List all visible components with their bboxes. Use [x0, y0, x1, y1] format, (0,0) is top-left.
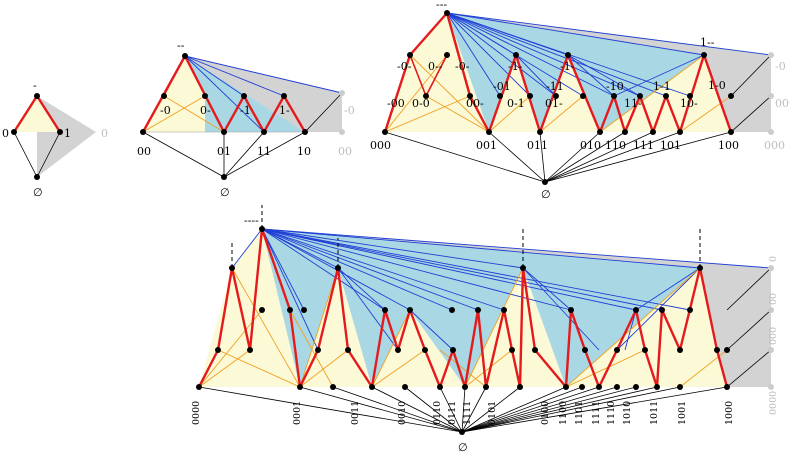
- leaf-label-16: 1000: [724, 401, 735, 425]
- leaf-label-3: 0010: [397, 401, 408, 425]
- faded-label-0: 0: [768, 256, 779, 262]
- label-mid-5: 01-: [545, 97, 563, 110]
- leaf-label-6: 1111: [462, 401, 473, 425]
- leaf-label-0: 0000: [191, 401, 202, 425]
- label-mid-0: -0: [160, 104, 171, 117]
- label-upper-0: -0-: [397, 60, 412, 73]
- label-upper-2: -0-: [455, 60, 470, 73]
- label-faded-mid: -0: [344, 104, 355, 117]
- label-empty: ∅: [541, 188, 551, 201]
- label-top: ---: [436, 0, 447, 11]
- gray-region: [447, 13, 771, 132]
- label-upper-3: -1-: [508, 60, 523, 73]
- label-mid-1: 0-: [200, 104, 211, 117]
- leaf-label-11: 1111: [591, 401, 602, 425]
- yellow-region: [143, 56, 205, 132]
- leaf-label-15: 1001: [677, 401, 688, 425]
- label-mid-7: -10: [606, 80, 624, 93]
- leaf-label-10: 1101: [574, 401, 585, 425]
- label-upper-5: 1-0: [708, 79, 726, 92]
- leaf-label-7: 0101: [487, 401, 498, 425]
- faded-label-3: 0000: [768, 391, 779, 415]
- label-top: -: [33, 79, 37, 92]
- label-mid-2: 00-: [466, 97, 484, 110]
- label-upper-4: -1-: [560, 60, 575, 73]
- label-leaf-00: 00: [137, 145, 151, 158]
- label-faded-leaf: 00: [338, 145, 352, 158]
- label-mid-0: -00: [387, 97, 405, 110]
- label-mid-1: 0-0: [412, 97, 430, 110]
- yellow-region: [14, 96, 60, 132]
- label-mid-3: -01: [493, 80, 511, 93]
- label-mid-6: -11: [546, 80, 564, 93]
- faded-label-1: 00: [768, 293, 779, 305]
- label-leaf-0: 000: [370, 139, 391, 152]
- label-faded-0: -0: [775, 60, 786, 73]
- label-leaf-5: 111: [633, 139, 654, 152]
- label-leaf-0: 0: [2, 127, 9, 140]
- label-leaf-6: 101: [660, 139, 681, 152]
- leaf-label-5: 0111: [447, 401, 458, 425]
- yellow-region: [199, 229, 300, 387]
- label-mid-8: 11-: [624, 97, 642, 110]
- label-empty: ∅: [458, 441, 468, 454]
- label-mid-10: 10-: [680, 97, 698, 110]
- label-mid-3: 1-: [279, 104, 290, 117]
- label-faded-1: 00: [775, 97, 789, 110]
- label-upper-1: 0--: [428, 60, 443, 73]
- red-path: [197, 227, 729, 389]
- leaf-label-1: 0001: [292, 401, 303, 425]
- label-top-right: 1--: [700, 36, 715, 49]
- label-leaf-11: 11: [257, 145, 271, 158]
- label-top: --: [177, 39, 185, 52]
- leaf-label-4: 0110: [432, 401, 443, 425]
- label-leaf-7: 100: [718, 139, 739, 152]
- label-leaf-01: 01: [217, 145, 231, 158]
- gray-region: [185, 56, 342, 132]
- panel-n3: --- 1-- -0- 0-- -0- -1- -1- 1-0 -00 0-0 …: [370, 0, 789, 201]
- label-empty: ∅: [33, 186, 43, 199]
- leaf-label-13: 1010: [622, 401, 633, 425]
- label-leaf-1: 1: [64, 127, 71, 140]
- gray-region: [37, 96, 96, 177]
- panel-n1: - 0 1 0 ∅: [2, 79, 108, 199]
- label-top: ----: [244, 214, 259, 227]
- faded-label-2: 000: [768, 327, 779, 345]
- leaf-label-2: 0011: [350, 401, 361, 425]
- leaf-label-12: 1110: [606, 401, 617, 425]
- label-leaf-4: 110: [605, 139, 626, 152]
- yellow-region: [385, 13, 489, 132]
- leaf-label-9: 1100: [558, 401, 569, 425]
- panel-n4: ---- 0000 0001 0011 0010 0110 0111 1111 …: [191, 205, 779, 454]
- label-mid-9: 1-1: [653, 80, 671, 93]
- leaf-label-8: 0100: [540, 401, 551, 425]
- label-empty: ∅: [220, 186, 230, 199]
- label-leaf-2: 011: [527, 139, 548, 152]
- leaf-label-14: 1011: [649, 401, 660, 425]
- panel-n2: -- -0 0- -1 1- 00 01 11 10 -0 00 ∅: [137, 39, 355, 199]
- label-mid-4: 0-1: [507, 97, 525, 110]
- label-faded-0: 0: [101, 127, 108, 140]
- label-faded-2: 000: [764, 139, 785, 152]
- label-leaf-1: 001: [476, 139, 497, 152]
- label-mid-2: -1: [240, 104, 251, 117]
- label-leaf-10: 10: [297, 145, 311, 158]
- label-leaf-3: 010: [580, 139, 601, 152]
